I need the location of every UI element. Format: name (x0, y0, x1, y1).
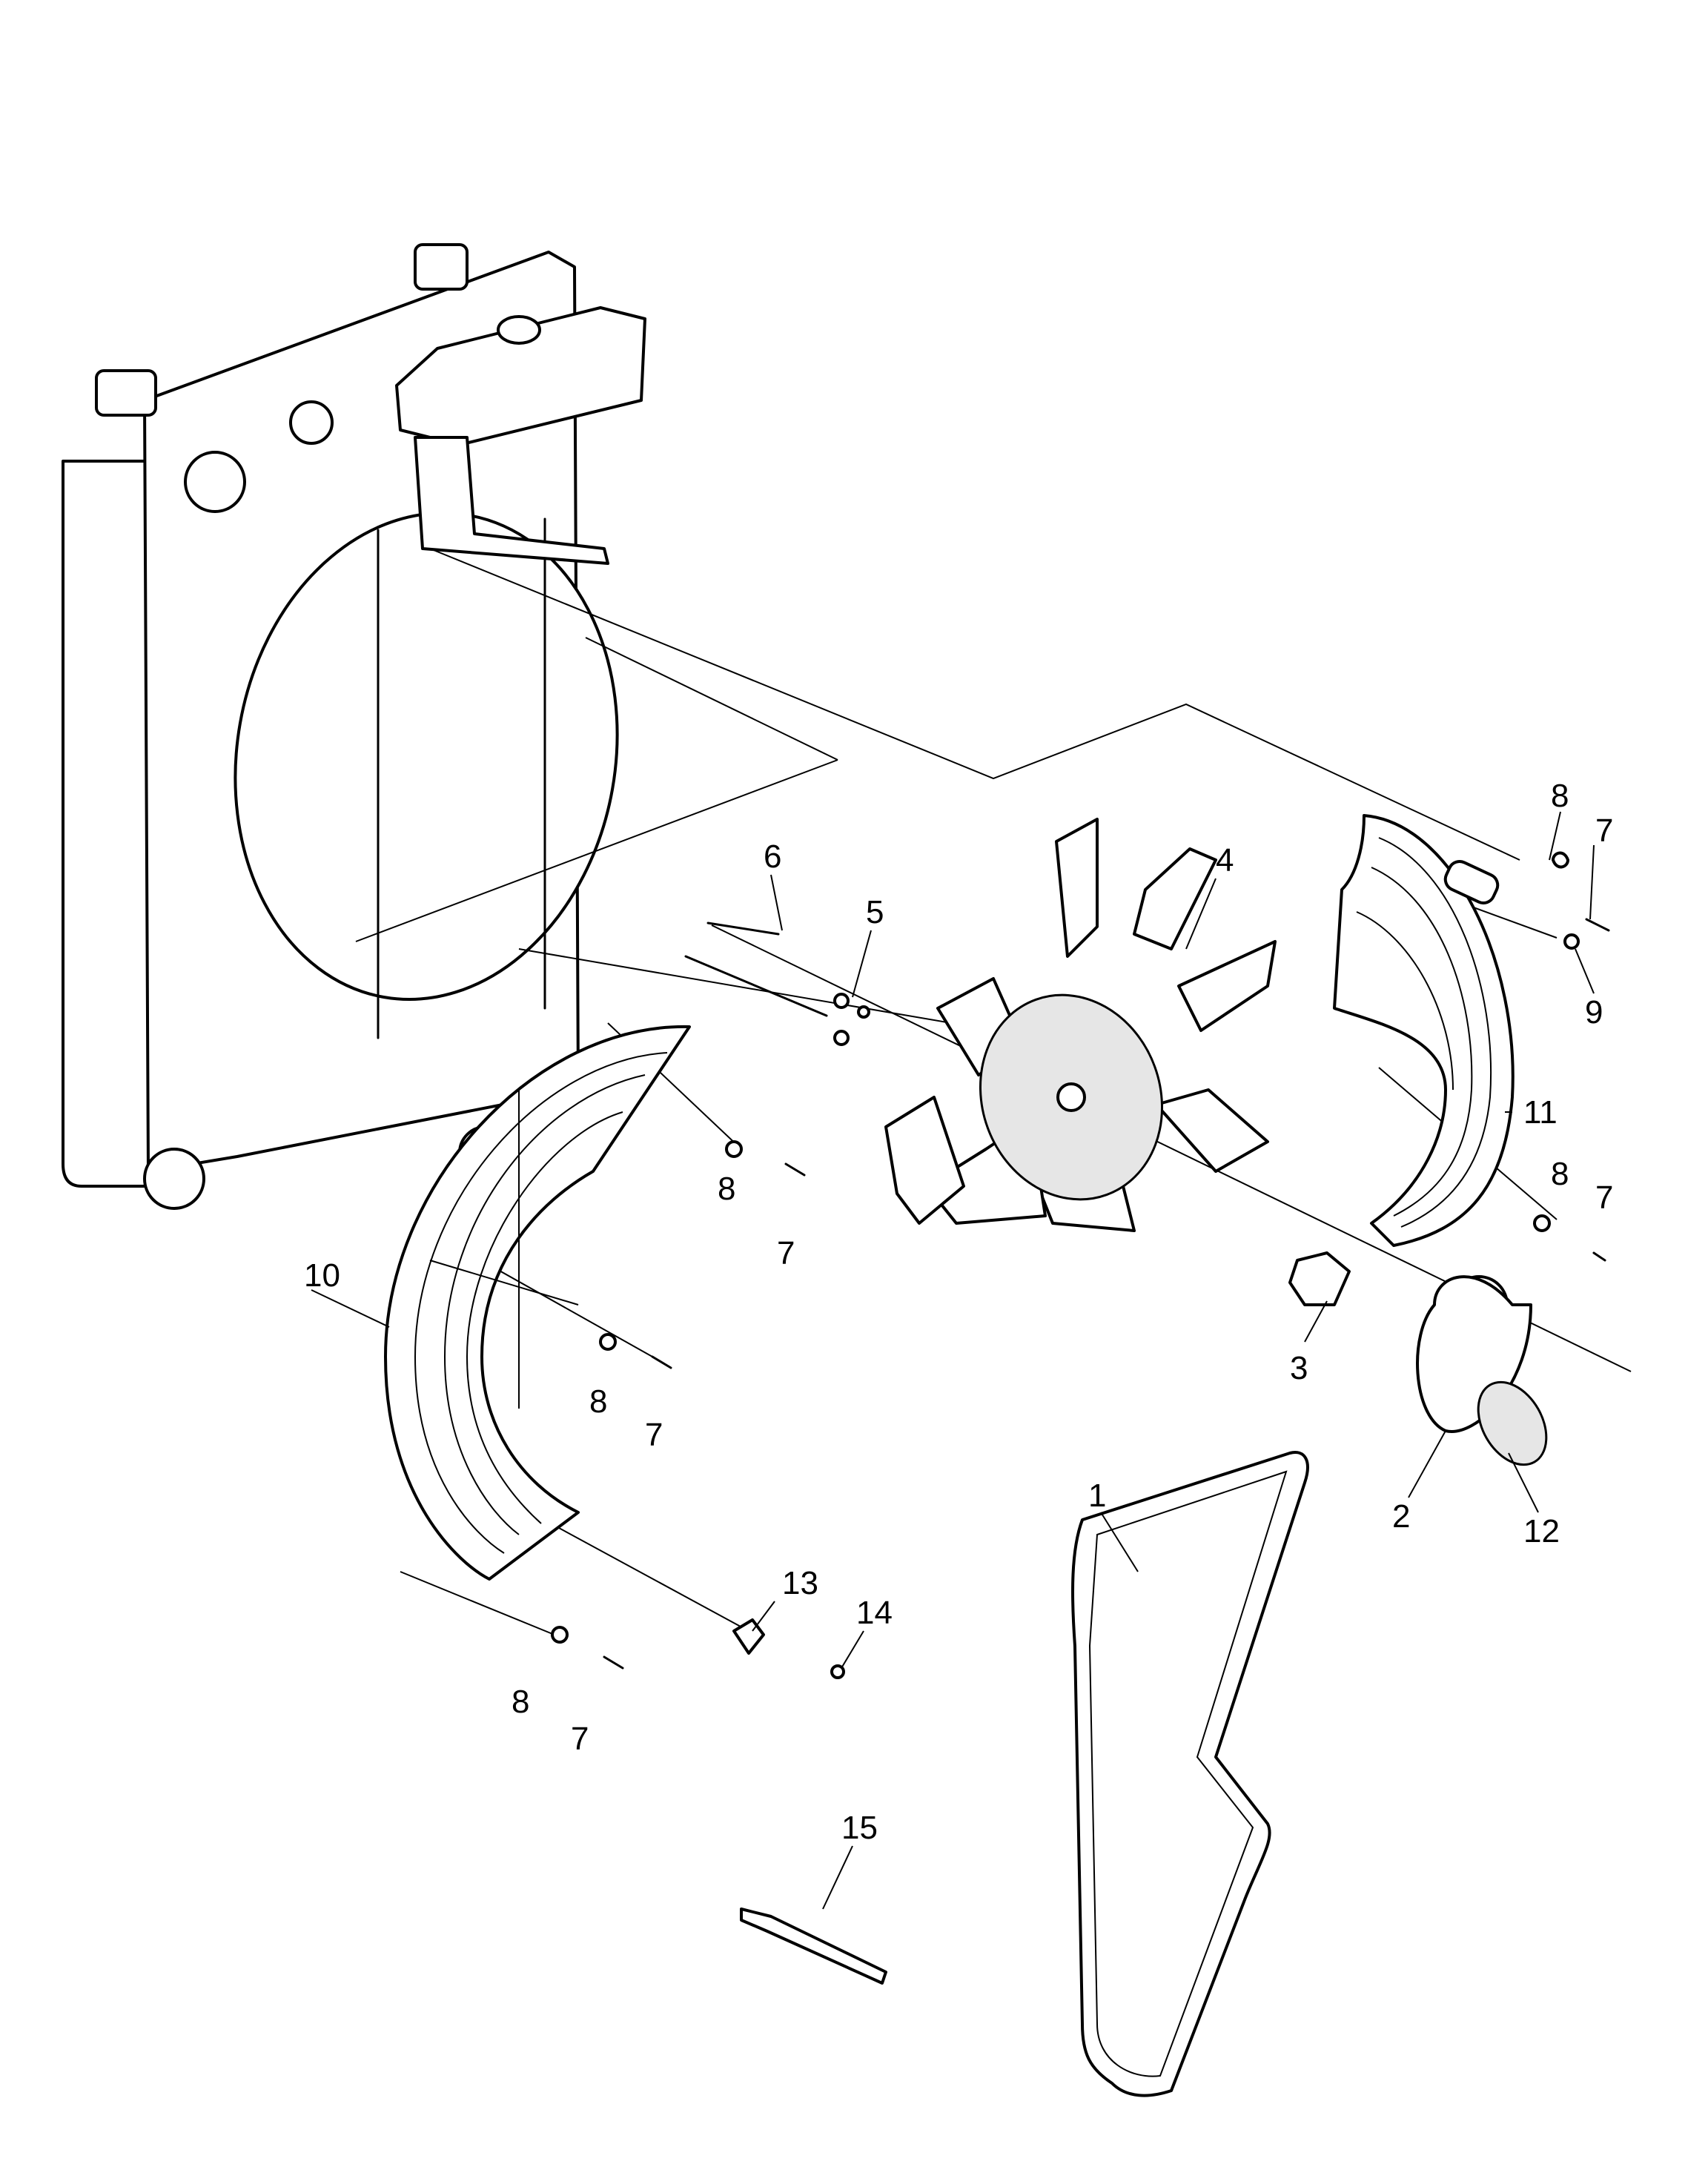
leader-shroud-plane (355, 759, 838, 942)
fan-blade-top (1055, 818, 1099, 958)
drive-belt-1 (1071, 1451, 1309, 2097)
fan-guard-left (384, 1025, 691, 1581)
leader-callout-1 (1100, 1512, 1139, 1572)
reservoir-bracket (414, 436, 609, 565)
washer-8-guard-top (725, 1140, 743, 1158)
fan-guard-right (1333, 814, 1515, 1247)
callout-9: 9 (1585, 994, 1603, 1030)
callout-7-lower-right: 7 (1595, 1180, 1613, 1216)
bolt-7-guard-bottom (603, 1655, 624, 1670)
leader-callout-10 (311, 1289, 390, 1328)
leader-reservoir-to-guard (429, 548, 1520, 861)
callout-7-top-right: 7 (1595, 813, 1613, 849)
guard-left-wire-2 (443, 1074, 646, 1535)
radiator-port (289, 400, 334, 445)
radiator-side-core (62, 460, 150, 1188)
bolt-7-top-right (1585, 918, 1610, 932)
leader-callout-13 (752, 1601, 775, 1632)
leader-callout-5 (852, 930, 872, 998)
leader-callout-2 (1408, 1430, 1446, 1498)
guard-left-wire-1 (414, 1052, 668, 1554)
leader-callout-8-top (1549, 811, 1561, 861)
callout-7-guard-bottom: 7 (571, 1721, 589, 1757)
guard-left-wire-3 (466, 1111, 623, 1524)
fan-blade-upper-right (1133, 847, 1217, 950)
hardware (551, 851, 1610, 1679)
guard-right-tab (1443, 860, 1500, 904)
callout-8-guard-top: 8 (718, 1171, 735, 1207)
callout-8-lower-right: 8 (1551, 1156, 1569, 1192)
leader-callout-15 (822, 1845, 853, 1910)
reservoir-cap (497, 315, 541, 345)
leader-callout-7-top (1589, 844, 1595, 920)
fan-assembly (884, 818, 1277, 1232)
callout-5: 5 (866, 894, 884, 930)
upper-hose-outlet (184, 451, 246, 513)
callout-1: 1 (1088, 1478, 1106, 1514)
leader-callout-6 (770, 874, 783, 931)
radiator-bracket-top (414, 243, 469, 291)
leader-callout-4 (1185, 878, 1217, 950)
clip-13 (732, 1618, 765, 1655)
coolant-reservoir (395, 306, 646, 565)
nut-14 (830, 1664, 845, 1679)
callout-8-guard-bottom: 8 (512, 1684, 529, 1720)
callout-6: 6 (764, 838, 781, 875)
washer-8-lower-right (1533, 1214, 1551, 1232)
washer-5-upper (833, 993, 850, 1009)
leader-callout-12 (1508, 1452, 1539, 1513)
washer-8-guard-bottom (551, 1626, 569, 1644)
fan-hub-bore (1056, 1082, 1086, 1112)
callout-3: 3 (1290, 1350, 1308, 1386)
radiator-bracket-left (95, 369, 157, 417)
spacer-3 (1288, 1251, 1351, 1306)
callout-7-guard-top: 7 (777, 1235, 795, 1271)
callout-14: 14 (856, 1595, 893, 1631)
callout-12: 12 (1523, 1513, 1560, 1549)
callout-7-guard-mid: 7 (645, 1417, 663, 1453)
leader-callout-9 (1575, 948, 1595, 994)
bolt-7-guard-mid (651, 1355, 672, 1369)
callout-15: 15 (841, 1810, 878, 1846)
callout-13: 13 (782, 1565, 818, 1601)
reservoir-tank (395, 306, 646, 446)
leader-callout-14 (841, 1630, 864, 1669)
leader-guard-bottom-bolt (400, 1571, 564, 1639)
callout-labels: 1 2 3 4 5 6 7 8 9 11 8 7 12 10 8 7 8 7 1… (304, 778, 1613, 1846)
washer-8-guard-mid (599, 1333, 617, 1351)
guard-left-spoke-2 (429, 1260, 579, 1306)
plate-12 (1477, 1380, 1548, 1466)
callout-2: 2 (1392, 1498, 1410, 1535)
washer-5-lower (833, 1030, 850, 1046)
callout-8-top-right: 8 (1551, 778, 1569, 814)
guard-right-wire-3 (1356, 911, 1454, 1091)
nut-9 (1563, 933, 1580, 950)
bolt-6-lower (684, 955, 828, 1017)
cable-tie-15 (740, 1908, 887, 1985)
guard-left-outline (384, 1025, 691, 1581)
fan-blade-left (884, 1096, 965, 1225)
callout-8-guard-mid: 8 (589, 1383, 607, 1420)
fan-blade-right (1177, 940, 1277, 1032)
bolt-7-guard-top (784, 1162, 806, 1177)
bolt-6-upper (706, 922, 780, 936)
leader-shroud-plane-top (585, 637, 838, 761)
leader-callout-3 (1304, 1300, 1328, 1343)
guard-right-wire-2 (1371, 867, 1473, 1217)
guard-right-wire-1 (1378, 837, 1492, 1228)
callout-leaders (311, 811, 1595, 1910)
lower-hose-outlet (143, 1148, 205, 1210)
callout-10: 10 (304, 1257, 340, 1294)
nut-5 (857, 1005, 870, 1019)
bolt-7-lower-right (1592, 1251, 1606, 1262)
callout-4: 4 (1216, 842, 1234, 879)
drive-belt-1-inner (1088, 1470, 1288, 2077)
callout-11: 11 (1523, 1094, 1558, 1131)
guard-right-outline (1333, 814, 1515, 1247)
fan-blade-lower-right (1155, 1088, 1269, 1173)
washer-8-top-right (1552, 851, 1569, 869)
